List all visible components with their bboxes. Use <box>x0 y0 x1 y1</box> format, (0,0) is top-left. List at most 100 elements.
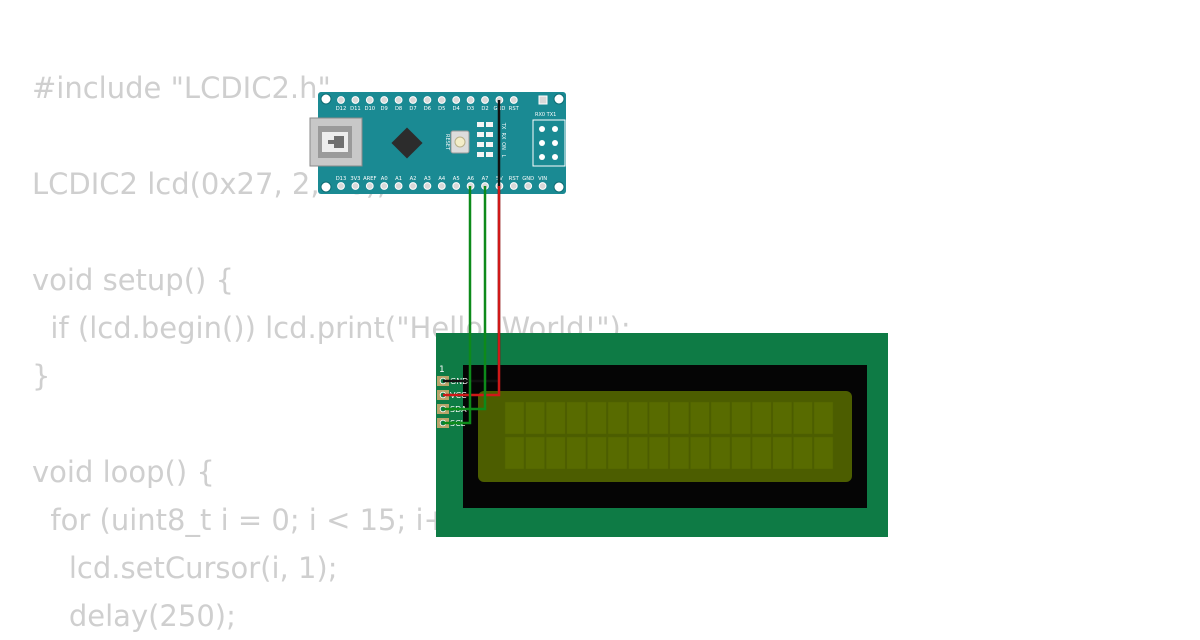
pin-aref[interactable] <box>365 182 374 190</box>
pin-label: D7 <box>409 106 416 112</box>
pin-label: A2 <box>410 176 417 182</box>
led-label: ON <box>500 142 506 150</box>
mounting-hole <box>320 93 332 105</box>
usb-connector-icon <box>309 117 363 167</box>
microcontroller-chip <box>391 127 423 159</box>
pin-label: D3 <box>467 106 474 112</box>
code-line: void loop() { <box>32 455 215 489</box>
pin-a0[interactable] <box>380 182 389 190</box>
lcd-cell <box>669 401 690 435</box>
lcd-cell <box>813 436 834 470</box>
wire-vcc[interactable] <box>443 186 501 397</box>
pin-3v3[interactable] <box>351 182 360 190</box>
lcd-cell <box>690 436 710 470</box>
lcd-character-cells <box>504 401 834 470</box>
code-line: lcd.setCursor(i, 1); <box>32 551 338 585</box>
pin-d6[interactable] <box>423 96 432 104</box>
pin-vin[interactable] <box>538 182 547 190</box>
led-label: RX <box>500 133 506 140</box>
pin-label: D6 <box>424 106 431 112</box>
pin-gnd[interactable] <box>524 182 533 190</box>
lcd-cell <box>566 401 587 435</box>
lcd-cell <box>607 436 628 470</box>
mounting-hole <box>553 93 565 105</box>
code-background: #include "LCDIC2.h"LCDIC2 lcd(0x27, 2, 1… <box>32 64 631 640</box>
pin-label: D4 <box>453 106 461 112</box>
lcd-cell <box>587 436 607 470</box>
lcd-cell <box>751 436 772 470</box>
pin-d12[interactable] <box>337 96 345 104</box>
pin-d8[interactable] <box>394 96 403 104</box>
pin-d9[interactable] <box>380 96 389 104</box>
lcd-cell <box>793 436 813 470</box>
reset-button[interactable] <box>450 130 470 154</box>
pin-rst[interactable] <box>509 96 518 104</box>
lcd-cell <box>772 401 793 435</box>
pin-a5[interactable] <box>452 182 461 190</box>
pin-d10[interactable] <box>365 96 374 104</box>
lcd-cell <box>813 401 834 435</box>
lcd-cell <box>525 401 545 435</box>
pin-d7[interactable] <box>409 96 417 104</box>
wire-sda[interactable] <box>443 186 487 411</box>
lcd-cell <box>690 401 710 435</box>
icsp-header <box>532 119 566 167</box>
pin-d13[interactable] <box>337 182 345 190</box>
lcd-cell <box>751 401 772 435</box>
pin-d11[interactable] <box>351 96 360 104</box>
lcd-cell <box>669 436 690 470</box>
lcd-cell <box>731 401 751 435</box>
pin-d3[interactable] <box>466 96 475 104</box>
pin-label: VIN <box>538 176 547 182</box>
pin-label: D10 <box>364 106 375 112</box>
pin-d5[interactable] <box>437 96 446 104</box>
pin-label: D5 <box>438 106 445 112</box>
lcd-cell <box>545 436 566 470</box>
pin-label: 3V3 <box>350 176 360 182</box>
pin-label: A5 <box>453 176 460 182</box>
pin-label: A3 <box>424 176 431 182</box>
pin-label: A4 <box>438 176 446 182</box>
mounting-hole <box>553 181 565 193</box>
pin-a2[interactable] <box>409 182 417 190</box>
lcd-cell <box>607 401 628 435</box>
pin-a4[interactable] <box>437 182 446 190</box>
pin-label: GND <box>522 176 534 182</box>
pin-label: D11 <box>350 106 361 112</box>
wire-scl[interactable] <box>443 186 472 425</box>
lcd-cell <box>628 436 648 470</box>
lcd-cell <box>504 436 525 470</box>
pin-rst[interactable] <box>509 182 518 190</box>
status-leds <box>477 122 493 157</box>
lcd-cell <box>566 436 587 470</box>
lcd-cell <box>772 436 793 470</box>
pin-label: RST <box>509 106 520 112</box>
code-line: #include "LCDIC2.h" <box>32 71 331 105</box>
code-line: } <box>32 359 51 393</box>
lcd-cell <box>731 436 751 470</box>
lcd-cell <box>628 401 648 435</box>
pin-label: D8 <box>395 106 402 112</box>
pin-label: D13 <box>336 176 347 182</box>
pin-label: A1 <box>395 176 402 182</box>
led-label: TX <box>500 122 506 130</box>
pin-tx1[interactable] <box>538 95 548 105</box>
pin-label: A0 <box>381 176 388 182</box>
pin-label: AREF <box>363 176 376 182</box>
pin-d2[interactable] <box>481 96 489 104</box>
pin-a3[interactable] <box>423 182 432 190</box>
pin-a1[interactable] <box>394 182 403 190</box>
lcd-cell <box>525 436 545 470</box>
pin-d4[interactable] <box>452 96 461 104</box>
pin-label: A6 <box>467 176 474 182</box>
lcd-cell <box>587 401 607 435</box>
lcd-cell <box>545 401 566 435</box>
pin-label: D9 <box>381 106 388 112</box>
pin-label: D2 <box>481 106 488 112</box>
wires <box>443 100 501 425</box>
lcd-cell <box>710 401 731 435</box>
